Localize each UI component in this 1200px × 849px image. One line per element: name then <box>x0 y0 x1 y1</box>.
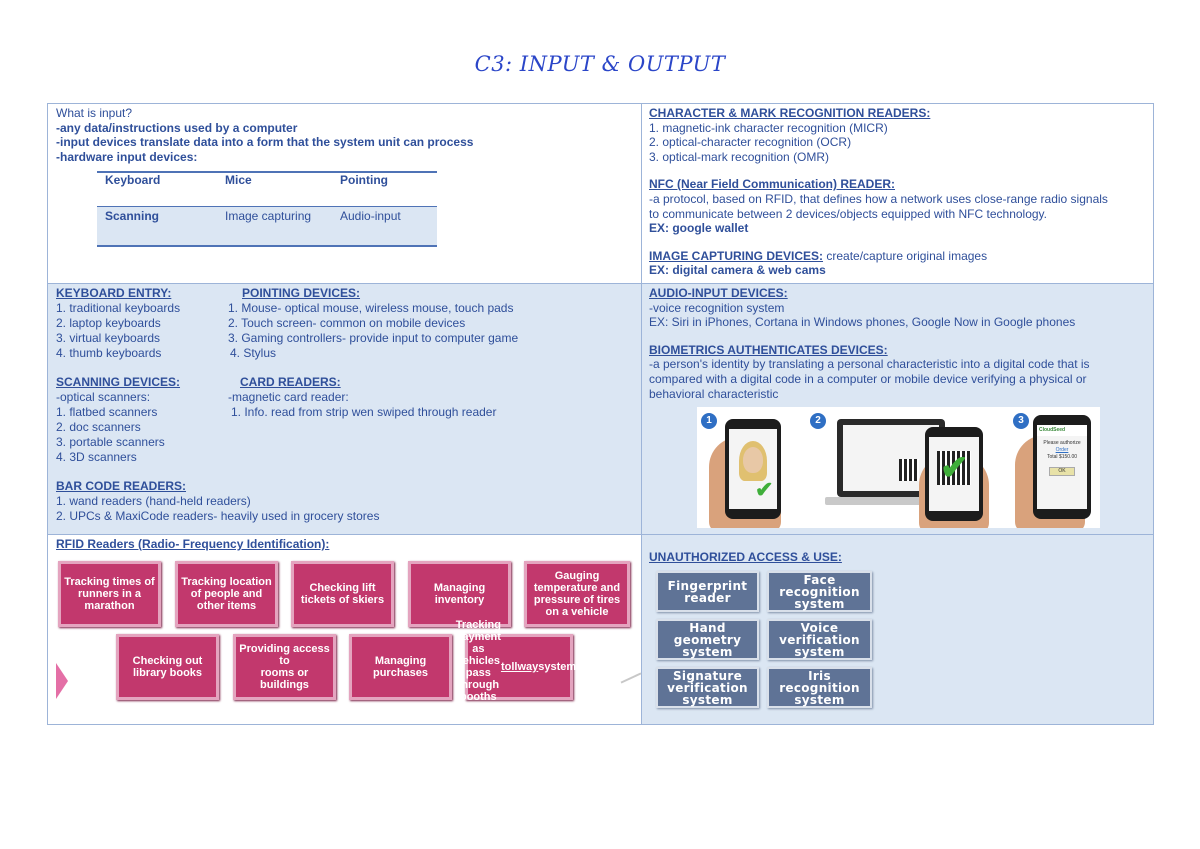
barcode-readers-heading: BAR CODE READERS: <box>56 479 187 493</box>
biometrics-text: -a person's identity by translating a pe… <box>649 357 1090 372</box>
phone-image: CloudSeed Please authorize Order Total $… <box>1033 415 1091 519</box>
image-capturing-heading: IMAGE CAPTURING DEVICES: <box>649 248 824 263</box>
page-title: C3: INPUT & OUTPUT <box>474 52 726 76</box>
input-table-cell: Keyboard <box>105 173 161 187</box>
nfc-example: EX: google wallet <box>649 221 749 236</box>
scanning-item: 3. portable scanners <box>56 435 165 449</box>
scanning-item: 4. 3D scanners <box>56 450 137 464</box>
audio-biometrics-cell: AUDIO-INPUT DEVICES: -voice recognition … <box>642 284 1153 535</box>
biometrics-text: behavioral characteristic <box>649 386 779 401</box>
brand-label: CloudSeed <box>1037 425 1087 436</box>
rfid-tile: Checking out library books <box>116 634 219 700</box>
security-tile: Face recognition system <box>767 571 872 612</box>
card-readers-heading: CARD READERS: <box>240 375 341 389</box>
pointing-item: 2. Touch screen- common on mobile device… <box>228 316 466 330</box>
pointing-devices-heading: POINTING DEVICES: <box>242 286 361 300</box>
notes-table: What is input? -any data/instructions us… <box>47 103 1154 725</box>
pointing-item: 4. Stylus <box>230 346 277 360</box>
phone-image: ✔ <box>725 419 781 519</box>
biometrics-heading: BIOMETRICS AUTHENTICATES DEVICES: <box>649 342 888 357</box>
keyboard-entry-heading: KEYBOARD ENTRY: <box>56 286 172 300</box>
input-devices-table: Keyboard Mice Pointing Scanning Image ca… <box>97 171 437 247</box>
check-icon: ✔ <box>755 477 774 502</box>
phone-image: ✔ <box>925 427 983 521</box>
nfc-text: -a protocol, based on RFID, that defines… <box>649 191 1108 206</box>
scanning-item: 2. doc scanners <box>56 420 141 434</box>
pointing-item: 3. Gaming controllers- provide input to … <box>228 331 519 345</box>
rfid-tile: Managing purchases <box>349 634 452 700</box>
scanning-item: -optical scanners: <box>56 390 151 404</box>
input-table-cell: Scanning <box>105 209 160 223</box>
barcode-item: 1. wand readers (hand-held readers) <box>56 494 251 508</box>
step-badge: 3 <box>1013 413 1029 429</box>
rfid-tile: Gauging temperature and pressure of tire… <box>524 561 630 627</box>
audio-input-heading: AUDIO-INPUT DEVICES: <box>649 286 788 300</box>
keyboard-item: 2. laptop keyboards <box>56 316 161 330</box>
card-item: -magnetic card reader: <box>228 390 349 404</box>
authorize-label: Please authorize <box>1043 440 1081 446</box>
keyboard-item: 4. thumb keyboards <box>56 346 162 360</box>
input-table-cell: Image capturing <box>225 209 312 223</box>
audio-text: -voice recognition system <box>649 300 785 315</box>
security-tile: Voice verification system <box>767 619 872 660</box>
input-definition-3: -hardware input devices: <box>56 149 198 164</box>
security-tile: Fingerprint reader <box>656 571 759 612</box>
image-capturing-example: EX: digital camera & web cams <box>649 263 826 278</box>
input-table-row: Keyboard Mice Pointing <box>97 173 437 207</box>
rfid-tile: Managing inventory <box>408 561 511 627</box>
input-table-cell: Audio-input <box>340 209 401 223</box>
card-item: 1. Info. read from strip wen swiped thro… <box>231 405 497 419</box>
character-item: 3. optical-mark recognition (OMR) <box>649 149 830 164</box>
character-item: 2. optical-character recognition (OCR) <box>649 135 852 150</box>
step-badge: 2 <box>810 413 826 429</box>
rfid-readers-cell: RFID Readers (Radio- Frequency Identific… <box>48 535 642 724</box>
rfid-tile: Checking lift tickets of skiers <box>291 561 394 627</box>
security-tile: Iris recognition system <box>767 667 872 708</box>
total-label: Total <box>1046 454 1058 460</box>
audio-text: EX: Siri in iPhones, Cortana in Windows … <box>649 315 1076 330</box>
input-definition-2: -input devices translate data into a for… <box>56 135 474 150</box>
order-label: Order <box>1055 447 1069 453</box>
biometrics-text: compared with a digital code in a comput… <box>649 371 1087 386</box>
recognition-readers-cell: CHARACTER & MARK RECOGNITION READERS: 1.… <box>642 104 1153 284</box>
security-tile: Hand geometry system <box>656 619 759 660</box>
pointing-item: 1. Mouse- optical mouse, wireless mouse,… <box>228 301 514 315</box>
rfid-tile: Providing access to rooms or buildings <box>233 634 336 700</box>
rfid-tile: Tracking location of people and other it… <box>175 561 278 627</box>
input-table-cell: Mice <box>225 173 252 187</box>
image-capturing-text: create/capture original images <box>823 248 988 263</box>
scanning-devices-heading: SCANNING DEVICES: <box>56 375 181 389</box>
input-table-cell: Pointing <box>340 173 388 187</box>
input-question: What is input? <box>56 106 133 120</box>
security-tile: Signature verification system <box>656 667 759 708</box>
keyboard-item: 1. traditional keyboards <box>56 301 181 315</box>
nfc-heading: NFC (Near Field Communication) READER: <box>649 177 896 192</box>
step-badge: 1 <box>701 413 717 429</box>
total-value: $150.00 <box>1058 454 1078 460</box>
character-recognition-heading: CHARACTER & MARK RECOGNITION READERS: <box>649 106 931 120</box>
barcode-item: 2. UPCs & MaxiCode readers- heavily used… <box>56 509 380 523</box>
unauthorized-heading: UNAUTHORIZED ACCESS & USE: <box>649 550 842 564</box>
keyboard-item: 3. virtual keyboards <box>56 331 161 345</box>
nfc-text: to communicate between 2 devices/objects… <box>649 206 1047 221</box>
character-item: 1. magnetic-ink character recognition (M… <box>649 120 888 135</box>
check-icon: ✔ <box>940 449 969 487</box>
biometric-authentication-image: 1 ✔ 2 ✔ <box>697 407 1100 528</box>
input-table-row: Scanning Image capturing Audio-input <box>97 207 437 245</box>
input-definition-cell: What is input? -any data/instructions us… <box>48 104 642 284</box>
rfid-tile: Tracking times of runners in a marathon <box>58 561 161 627</box>
input-definition-1: -any data/instructions used by a compute… <box>56 120 298 135</box>
input-categories-cell: KEYBOARD ENTRY: 1. traditional keyboards… <box>48 284 642 535</box>
scanning-item: 1. flatbed scanners <box>56 405 158 419</box>
rfid-heading: RFID Readers (Radio- Frequency Identific… <box>56 537 330 551</box>
ok-button: OK <box>1049 467 1075 476</box>
unauthorized-access-cell: UNAUTHORIZED ACCESS & USE: Fingerprint r… <box>642 535 1153 724</box>
